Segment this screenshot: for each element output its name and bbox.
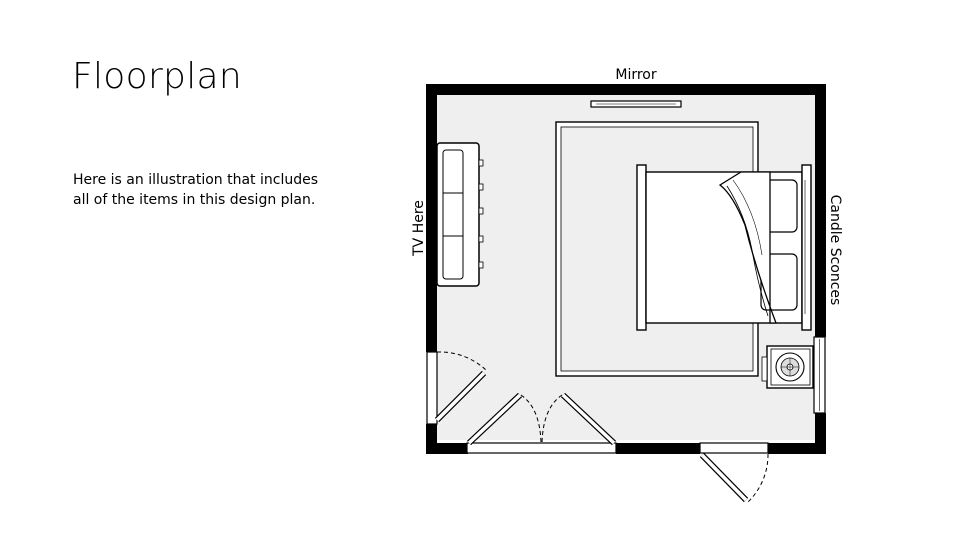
closet-doors-shape <box>466 392 617 454</box>
candle-sconces-label: Candle Sconces <box>827 195 843 306</box>
bed-shape <box>636 164 812 331</box>
mirror-label: Mirror <box>615 67 656 83</box>
nightstand-lamp-shape <box>761 345 814 389</box>
mirror-shape <box>590 100 682 108</box>
tv-label: TV Here <box>411 200 427 257</box>
slide-title: Floorplan <box>72 56 242 97</box>
left-door-shape <box>426 351 487 425</box>
entry-door-shape <box>699 442 769 503</box>
window-shape <box>813 336 826 414</box>
slide-body-text: Here is an illustration that includes al… <box>73 172 319 208</box>
room-walls <box>426 84 826 454</box>
sofa-shape <box>436 142 484 287</box>
